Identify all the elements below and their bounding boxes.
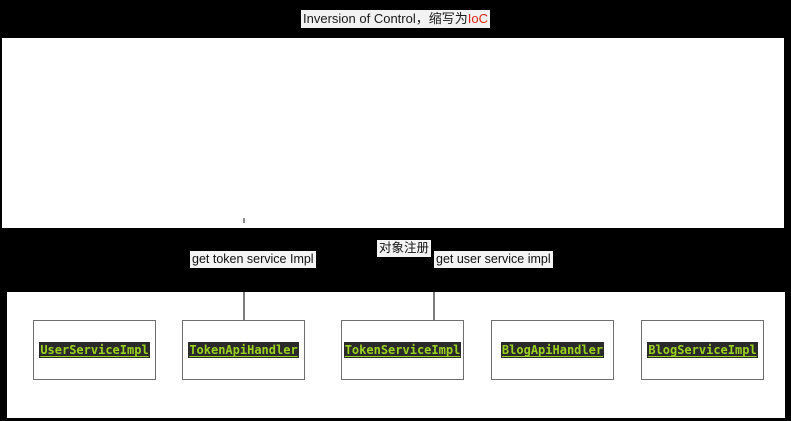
title-bar: Inversion of Control，缩写为IoC: [0, 0, 791, 38]
class-box-blog-api-handler[interactable]: BlogApiHandler: [491, 320, 614, 380]
class-label: UserServiceImpl: [39, 342, 150, 358]
connector-stub-icon: [243, 218, 245, 223]
page-title-prefix: Inversion of Control，缩写为: [303, 11, 468, 26]
band-label-object-registration: 对象注册: [377, 240, 432, 257]
class-box-token-api-handler[interactable]: TokenApiHandler: [182, 320, 305, 380]
page-title-accent: IoC: [467, 11, 488, 26]
connector-line-token-service-impl: [433, 292, 435, 321]
middle-black-band: [0, 228, 791, 291]
page-title: Inversion of Control，缩写为IoC: [301, 10, 490, 28]
class-label: TokenServiceImpl: [343, 342, 462, 358]
connector-line-token-api-handler: [243, 292, 245, 321]
class-box-token-service-impl[interactable]: TokenServiceImpl: [341, 320, 464, 380]
class-box-blog-service-impl[interactable]: BlogServiceImpl: [641, 320, 764, 380]
class-label: BlogServiceImpl: [647, 342, 758, 358]
class-box-user-service-impl[interactable]: UserServiceImpl: [33, 320, 156, 380]
band-label-get-user-service-impl: get user service impl: [434, 251, 553, 268]
band-label-get-token-service-impl: get token service Impl: [190, 251, 316, 268]
class-label: TokenApiHandler: [188, 342, 299, 358]
upper-blank-canvas: [2, 38, 784, 228]
class-label: BlogApiHandler: [500, 342, 605, 358]
